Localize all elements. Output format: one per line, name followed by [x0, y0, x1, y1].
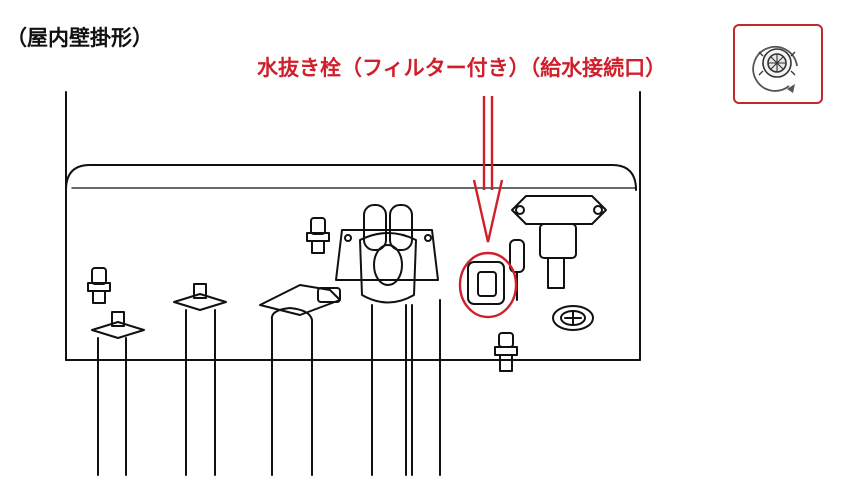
drain-plug-label: 水抜き栓（フィルター付き）（給水接続口）	[257, 56, 667, 80]
installation-type-label: （屋内壁掛形）	[6, 26, 153, 50]
pipe-3	[259, 284, 341, 476]
top-valve	[306, 217, 330, 254]
drain-plug-filter-icon	[752, 45, 798, 93]
pipe-2	[173, 283, 227, 476]
left-valve-1	[87, 267, 111, 304]
pipe-1	[91, 311, 145, 476]
electrical-connector	[511, 195, 607, 289]
drain-plug-thumbnail	[733, 24, 823, 104]
round-outlet	[552, 305, 594, 331]
central-manifold	[335, 204, 441, 476]
bottom-panel-top	[65, 164, 637, 191]
lower-valve	[494, 332, 518, 372]
drain-plug-highlight-circle	[458, 251, 518, 319]
down-arrow-icon	[472, 96, 504, 243]
